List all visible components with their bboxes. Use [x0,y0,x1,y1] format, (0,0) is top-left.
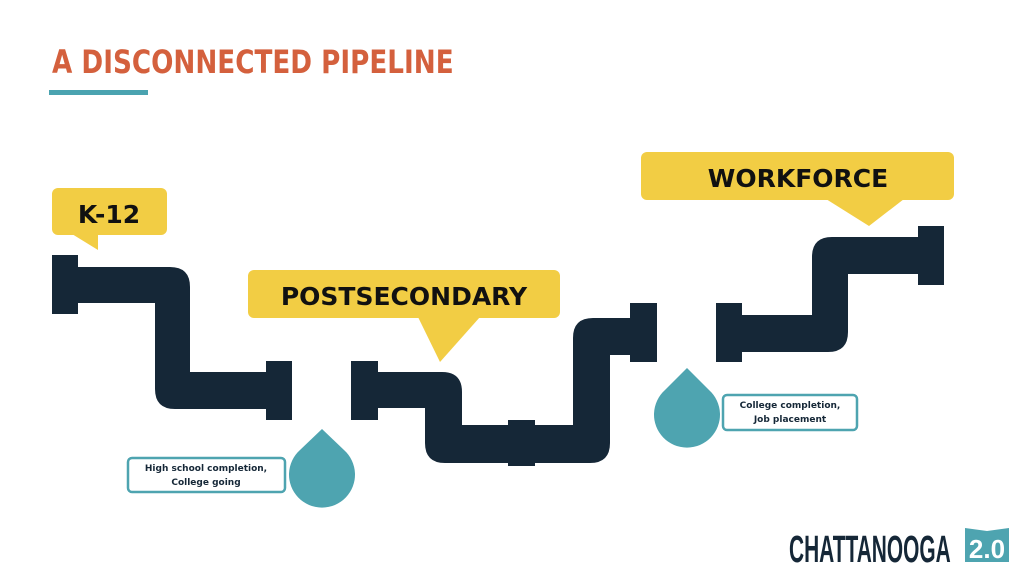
callout-k12: K-12 [52,188,167,250]
stage-label-workforce: WORKFORCE [708,164,888,193]
leak-text: Job placement [753,415,827,425]
leak-label-high-school: High school completion, College going [126,456,287,494]
leak-text: College completion, [740,401,841,411]
slide-title: A DISCONNECTED PIPELINE [52,43,454,80]
stage-label-postsecondary: POSTSECONDARY [281,282,528,311]
water-drop-icon [289,429,355,508]
chattanooga-logo: CHATTANOOGA 2.0 [789,528,1009,566]
pipe-workforce [716,226,944,362]
pipe-k12 [52,255,292,420]
callout-workforce: WORKFORCE [641,152,954,226]
pipe-postsecondary [351,303,657,466]
leak-text: High school completion, [145,464,267,474]
logo-version: 2.0 [969,534,1005,564]
logo-name: CHATTANOOGA [789,529,951,566]
leak-label-college: College completion, Job placement [721,393,859,432]
water-drop-icon [654,368,721,448]
stage-label-k12: K-12 [78,200,140,229]
leak-text: College going [171,478,240,488]
callout-postsecondary: POSTSECONDARY [248,270,560,362]
title-underline [49,90,148,95]
